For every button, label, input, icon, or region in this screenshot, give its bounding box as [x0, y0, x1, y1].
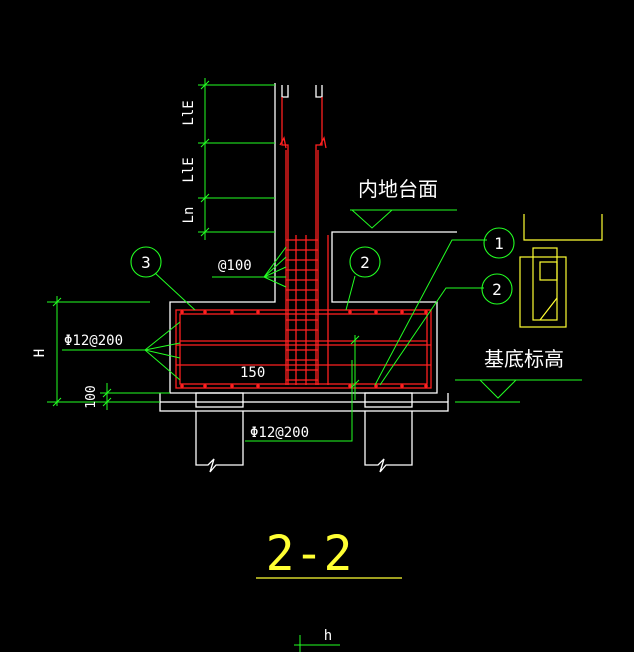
label-base-level: 基底标高 — [484, 347, 564, 371]
label-rebar-bottom: Φ12@200 — [250, 425, 309, 441]
label-lle-top: LlE — [181, 100, 197, 125]
rebar — [175, 97, 432, 389]
text-labels: LlE LlE Ln @100 H 100 Φ12@200 150 Φ12@20… — [32, 100, 564, 644]
label-floor-level: 内地台面 — [358, 177, 438, 201]
rebar-dots — [180, 310, 428, 388]
label-bottom-h: h — [324, 628, 332, 644]
callout-1-circle — [483, 227, 515, 259]
column-break-right — [315, 85, 323, 98]
pile-head-left — [195, 392, 244, 408]
cap-outline — [169, 83, 457, 394]
callout-2-circle-right — [481, 273, 513, 305]
pile-head-right — [364, 392, 413, 408]
label-dim-100: 100 — [84, 385, 99, 408]
label-dim-150: 150 — [240, 365, 265, 381]
callout-2-number-mid: 2 — [360, 253, 370, 272]
callouts — [130, 227, 515, 305]
column-break-left — [281, 85, 289, 98]
cushion-layer — [159, 401, 449, 412]
callout-3-number: 3 — [141, 253, 151, 272]
callout-2-number-right: 2 — [492, 280, 502, 299]
label-dim-h: H — [32, 349, 48, 357]
section-title: 2-2 — [266, 526, 353, 582]
pile-left — [195, 411, 244, 473]
callout-3-circle — [130, 246, 162, 278]
dimensions — [47, 78, 582, 652]
concrete-outline — [159, 83, 457, 473]
label-spacing-100: @100 — [218, 258, 252, 274]
callout-1-number: 1 — [494, 234, 504, 253]
pile-right — [364, 411, 413, 473]
callout-2-circle-mid — [349, 246, 381, 278]
label-ln: Ln — [181, 207, 197, 224]
detail-symbols — [256, 214, 603, 579]
label-rebar-left: Φ12@200 — [64, 333, 123, 349]
label-lle-mid: LlE — [181, 157, 197, 182]
